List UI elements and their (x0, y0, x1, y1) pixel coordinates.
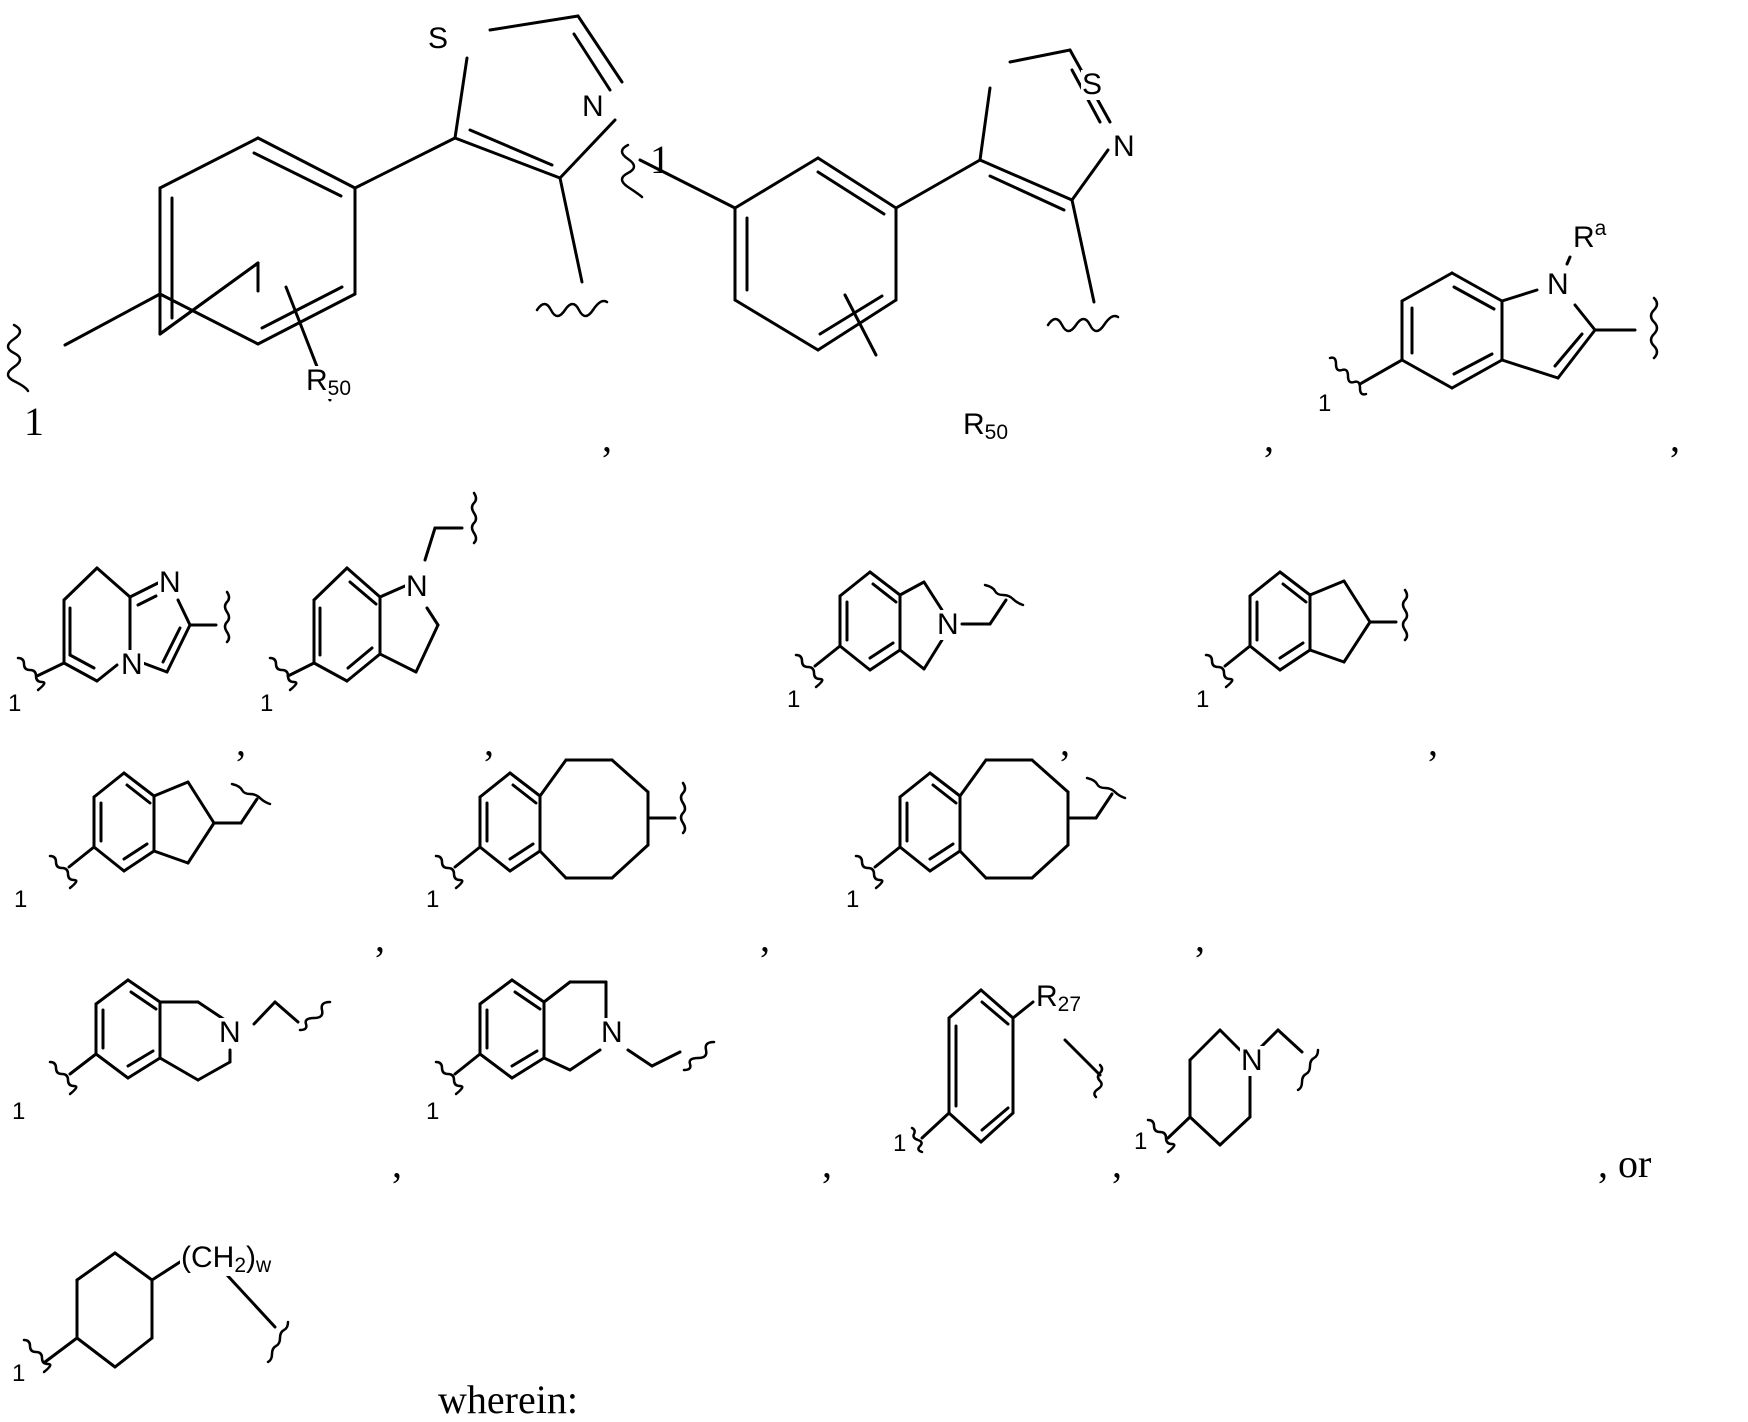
attachment-label-s6: 1 (787, 686, 801, 713)
atom-nitrogen-s6: N (936, 608, 960, 641)
structure-10 (854, 758, 1127, 890)
structure-14 (1146, 1028, 1320, 1154)
attachment-label-s4: 1 (8, 690, 22, 717)
attachment-label-s8: 1 (14, 886, 28, 913)
attachment-label-s12: 1 (426, 1098, 440, 1125)
substituent-ch2w-s15: (CH2)w (180, 1241, 273, 1277)
atom-nitrogen-s4-top: N (158, 566, 182, 599)
atom-sulfur-s1: S (427, 22, 450, 55)
attachment-label-s7: 1 (1196, 686, 1210, 713)
atom-nitrogen-s4-bridge: N (120, 648, 144, 681)
structure-5 (268, 491, 478, 692)
structure-3 (1328, 255, 1659, 396)
attachment-label-s9: 1 (426, 886, 440, 913)
structure-4 (16, 566, 231, 692)
separator-comma-5: , (484, 719, 494, 764)
atom-nitrogen-s11: N (218, 1016, 242, 1049)
atom-sulfur-s2: S (1081, 68, 1104, 101)
attachment-label-s1: 1 (24, 399, 44, 444)
atom-nitrogen-s3: N (1546, 268, 1570, 301)
substituent-r50-s2: R50 (962, 408, 1010, 444)
separator-comma-2: , (1264, 415, 1274, 460)
attachment-label-s13: 1 (893, 1130, 907, 1157)
wherein-text: wherein: (438, 1377, 578, 1422)
attachment-label-s5: 1 (260, 690, 274, 717)
separator-comma-4: , (236, 719, 246, 764)
atom-nitrogen-s5: N (405, 570, 429, 603)
separator-comma-13: , (1112, 1141, 1122, 1186)
substituent-r50-s1: R50 (305, 364, 353, 400)
attachment-label-s11: 1 (12, 1098, 26, 1125)
structure-9 (434, 758, 687, 890)
separator-comma-10: , (1195, 915, 1205, 960)
structure-13 (910, 988, 1104, 1154)
atom-nitrogen-s12: N (600, 1016, 624, 1049)
structure-12 (434, 978, 716, 1096)
separator-comma-7: , (1428, 719, 1438, 764)
substituent-ra-s3: Ra (1572, 217, 1608, 254)
atom-nitrogen-s2: N (1112, 130, 1136, 163)
separator-or: , or (1598, 1141, 1652, 1186)
separator-comma-3: , (1670, 415, 1680, 460)
atom-nitrogen-s14: N (1240, 1044, 1264, 1077)
structure-7 (1204, 570, 1409, 689)
structure-11 (48, 978, 332, 1096)
separator-comma-6: , (1060, 719, 1070, 764)
structure-8 (48, 771, 272, 890)
substituent-r27-s13: R27 (1035, 980, 1083, 1016)
separator-comma-11: , (392, 1141, 402, 1186)
atom-nitrogen-s1: N (581, 90, 605, 123)
attachment-label-s15: 1 (12, 1360, 26, 1387)
separator-comma-12: , (822, 1141, 832, 1186)
structure-6 (794, 570, 1025, 689)
separator-comma-9: , (760, 915, 770, 960)
attachment-label-s10: 1 (846, 886, 860, 913)
structure-1 (6, 14, 624, 402)
separator-comma-8: , (375, 915, 385, 960)
attachment-label-s2: 1 (650, 137, 670, 182)
structure-15 (22, 1251, 290, 1374)
attachment-label-s3: 1 (1318, 390, 1332, 417)
attachment-label-s14: 1 (1134, 1128, 1148, 1155)
structure-2 (620, 48, 1120, 357)
separator-comma-1: , (602, 415, 612, 460)
